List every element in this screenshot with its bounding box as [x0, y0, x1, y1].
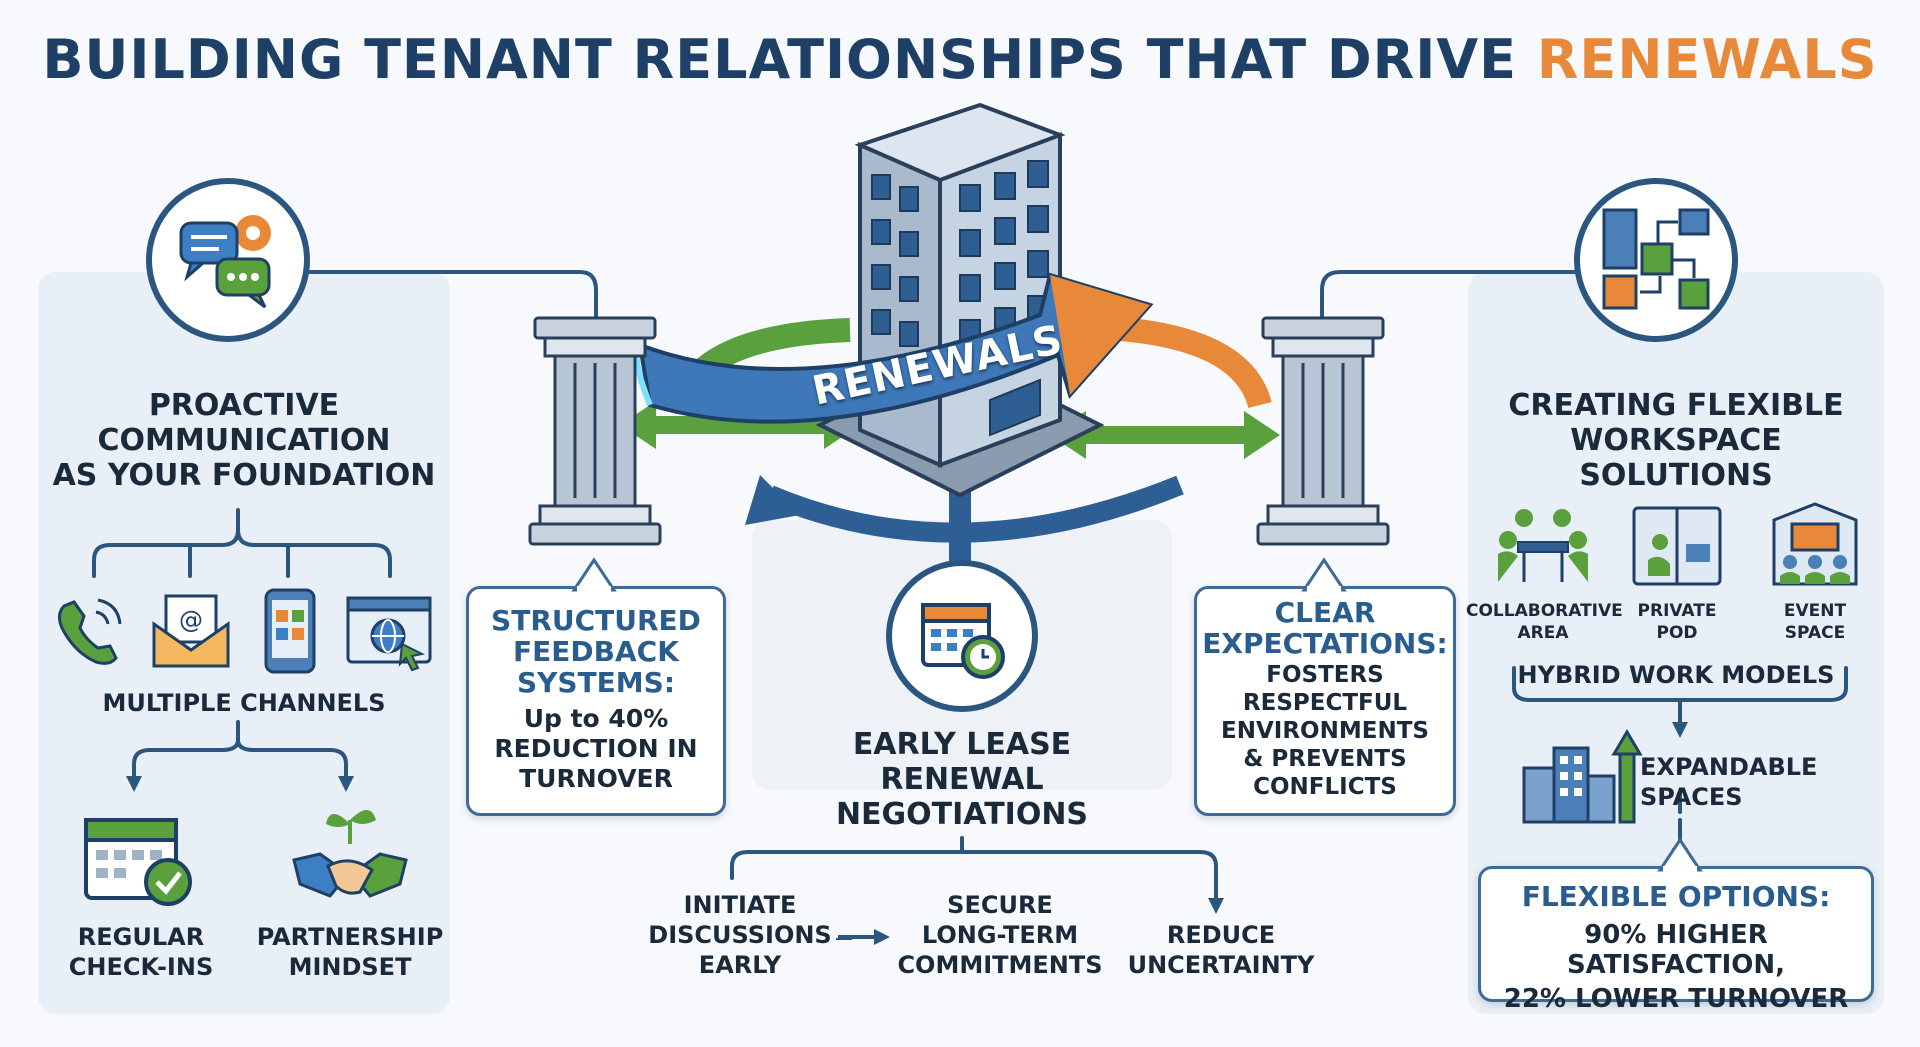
workspace-heading: CREATING FLEXIBLE WORKSPACE SOLUTIONS	[1508, 388, 1844, 493]
options-line2: 22% LOWER TURNOVER	[1503, 984, 1849, 1014]
check-ins-label: REGULAR CHECK-INS	[68, 923, 214, 981]
event-space-icon	[1772, 502, 1858, 586]
feedback-callout-pointer	[571, 557, 617, 594]
communication-heading: PROACTIVE COMMUNICATION AS YOUR FOUNDATI…	[52, 388, 436, 493]
email-icon: @	[152, 594, 230, 668]
negotiation-heading: EARLY LEASE RENEWAL NEGOTIATIONS	[835, 727, 1089, 832]
hybrid-label: HYBRID WORK MODELS	[1517, 661, 1835, 689]
private-pod-icon	[1632, 506, 1722, 586]
step-initiate: INITIATE DISCUSSIONS EARLY	[648, 891, 832, 979]
phone-icon	[57, 598, 122, 665]
channels-label: MULTIPLE CHANNELS	[102, 689, 386, 717]
renewal-cycle-graphic	[620, 102, 1280, 565]
flexible-options-callout: FLEXIBLE OPTIONS: 90% HIGHER SATISFACTIO…	[1478, 866, 1874, 1014]
step-reduce: REDUCE UNCERTAINTY	[1127, 921, 1315, 979]
collaborative-area-icon	[1498, 509, 1588, 582]
right-pillar-icon	[1256, 316, 1390, 546]
title-accent: RENEWALS	[1536, 28, 1878, 91]
options-line1: 90% HIGHER SATISFACTION,	[1566, 920, 1786, 980]
options-title: FLEXIBLE OPTIONS:	[1521, 880, 1831, 913]
floorplan-icon	[1602, 208, 1710, 310]
feedback-title: STRUCTURED FEEDBACK SYSTEMS:	[491, 604, 701, 699]
expectations-callout-pointer	[1301, 557, 1347, 594]
page-title: BUILDING TENANT RELATIONSHIPS THAT DRIVE…	[0, 28, 1920, 91]
expandable-label: EXPANDABLE SPACES	[1640, 753, 1818, 811]
collaborative-area-label: COLLABORATIVE AREA	[1466, 601, 1623, 643]
communication-circle	[146, 178, 310, 342]
feedback-callout: STRUCTURED FEEDBACK SYSTEMS: Up to 40% R…	[466, 586, 726, 816]
expectations-body: FOSTERS RESPECTFUL ENVIRONMENTS & PREVEN…	[1221, 662, 1429, 800]
svg-text:@: @	[179, 606, 203, 634]
calendar-check-icon	[84, 818, 192, 906]
expandable-spaces-icon	[1522, 729, 1643, 824]
partnership-label: PARTNERSHIP MINDSET	[256, 923, 444, 981]
negotiation-circle	[886, 560, 1038, 712]
workspace-circle	[1574, 178, 1738, 342]
chat-gear-icon	[179, 215, 271, 309]
title-main: BUILDING TENANT RELATIONSHIPS THAT DRIVE	[42, 28, 1518, 91]
event-space-label: EVENT SPACE	[1783, 601, 1847, 643]
private-pod-label: PRIVATE POD	[1637, 601, 1717, 643]
left-pillar-icon	[528, 316, 662, 546]
expectations-callout: CLEAR EXPECTATIONS: FOSTERS RESPECTFUL E…	[1194, 586, 1456, 816]
options-callout-pointer	[1657, 837, 1703, 874]
expectations-title: CLEAR EXPECTATIONS:	[1202, 596, 1448, 660]
calendar-clock-icon	[921, 603, 1005, 679]
step-secure: SECURE LONG-TERM COMMITMENTS	[897, 891, 1103, 979]
web-portal-icon	[346, 596, 432, 672]
blue-ring-arc	[766, 475, 1184, 543]
handshake-plant-icon	[292, 810, 408, 898]
mobile-app-icon	[264, 588, 316, 674]
feedback-body: Up to 40% REDUCTION IN TURNOVER	[494, 704, 698, 793]
